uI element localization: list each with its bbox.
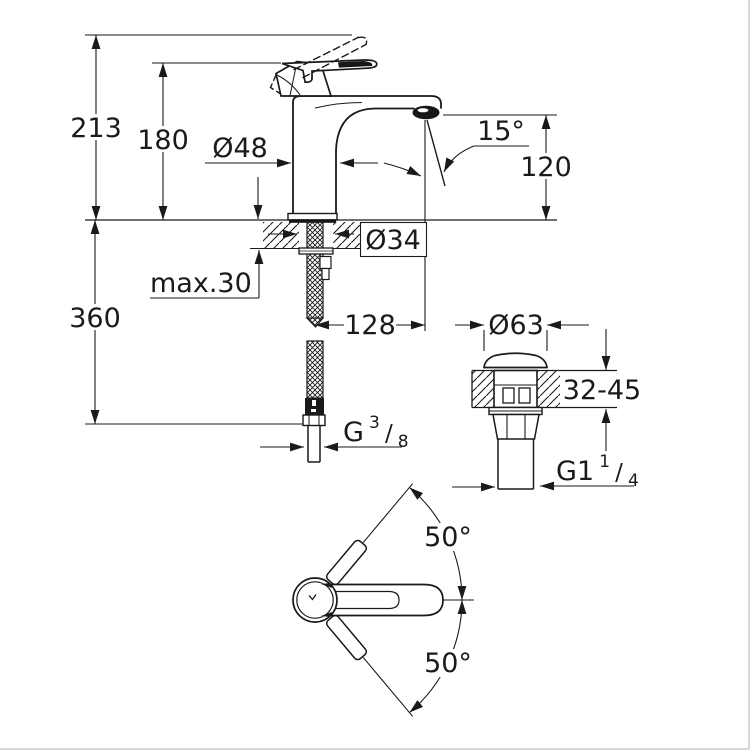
dim-hose-length: 360	[69, 303, 121, 334]
top-view: 50° 50°	[292, 483, 474, 717]
dim-15deg-leader-left	[383, 162, 422, 177]
waste-thread-base: G1	[556, 456, 594, 487]
dim-deck-thickness-range: 32-45	[563, 375, 641, 406]
hose-connector-tube	[307, 425, 321, 463]
dim-waste-thread: G1 1 / 4	[556, 452, 639, 491]
dim-360-bg	[69, 304, 121, 330]
front-view: 213 180 360 120 Ø48 15° Ø34 max.30	[69, 34, 572, 463]
drain-slot-left	[502, 387, 515, 404]
lever-raised-tip-dashed	[357, 36, 368, 46]
base-seal	[289, 219, 336, 223]
supply-hose-upper	[306, 221, 324, 319]
waste-thread-slash: /	[615, 460, 623, 486]
drain-cap-dome	[483, 352, 548, 369]
handle-base-facet-2	[276, 74, 301, 96]
dim-max-deck-thickness: max.30	[150, 268, 252, 299]
dim-120-bg	[520, 153, 572, 179]
dim-15deg-leader-right	[443, 145, 475, 173]
pivot-inner-ring	[296, 581, 334, 619]
mounting-stud-lower	[321, 267, 330, 281]
dim-spout-angle: 15°	[477, 116, 525, 147]
spout-accent-line	[314, 102, 363, 109]
waste-thread-sub: 4	[628, 471, 639, 491]
spout-underside	[335, 107, 415, 221]
counter-hatch-right	[333, 222, 361, 248]
dim-body-height: 180	[137, 125, 189, 156]
lever-raised-top-dashed	[293, 36, 359, 71]
base-plate	[287, 212, 338, 221]
lever-inner-detail	[322, 590, 400, 610]
dim-handle-swing-down: 50°	[424, 648, 472, 679]
faucet-body-fill	[293, 96, 441, 220]
supply-thread-slash: /	[385, 421, 393, 447]
waste-thread-sup: 1	[599, 452, 610, 472]
supply-hose-lower	[306, 340, 324, 399]
faucet-outline	[292, 95, 442, 221]
hose-ferrule-mark-2	[311, 409, 316, 412]
pivot-center-mark	[308, 594, 317, 601]
supply-thread-sub: 8	[398, 432, 409, 452]
drain-hatch-left	[472, 371, 494, 408]
mounting-stud-upper	[319, 255, 332, 270]
dim-180-bg	[137, 126, 189, 152]
aerator	[412, 105, 440, 120]
dim-128-bg	[344, 312, 396, 338]
d34-label-box	[359, 221, 428, 258]
dim-cap-diameter: Ø63	[488, 310, 544, 341]
lever-raised-bottom-dashed	[302, 43, 367, 79]
handle-lever-top-view	[325, 583, 444, 617]
drain-tailpipe	[497, 439, 535, 490]
supply-thread-base: G	[343, 417, 364, 448]
drain-slot-right	[518, 387, 531, 404]
joint-wedge-bottom	[321, 612, 332, 617]
handle-position-up	[325, 483, 414, 586]
hose-nut	[302, 414, 326, 427]
hose-ferrule	[305, 398, 324, 415]
water-stream-line	[426, 119, 446, 187]
dim-supply-thread: G 3 / 8	[343, 413, 409, 452]
counter-hatch-left	[263, 222, 299, 248]
drain-locknut	[492, 413, 540, 440]
drain-hatch-right	[537, 371, 560, 408]
aerator-highlight	[417, 108, 429, 113]
dim-213-bg	[70, 114, 122, 140]
pivot-outer-ring	[292, 577, 338, 623]
supply-thread-sup: 3	[369, 413, 380, 433]
dim-spout-reach: 128	[344, 310, 396, 341]
handle-position-down	[325, 614, 414, 717]
handle-base-raised-dashed	[269, 73, 281, 95]
dim-body-diameter: Ø48	[212, 133, 268, 164]
dim-mounting-hole-diameter: Ø34	[365, 225, 421, 256]
drain-view: Ø63 32-45 G1 1 / 4	[452, 310, 641, 492]
dim-spout-outlet-height: 120	[520, 152, 572, 183]
dim-handle-swing-up: 50°	[424, 522, 472, 553]
handle-lever-shading	[338, 61, 373, 68]
hose-ferrule-mark-1	[312, 400, 316, 406]
dim-overall-height: 213	[70, 113, 122, 144]
dim-50down-bg	[423, 649, 474, 677]
joint-wedge-top	[321, 583, 332, 588]
dim-50up-bg	[423, 523, 474, 551]
hose-taper	[305, 317, 325, 328]
